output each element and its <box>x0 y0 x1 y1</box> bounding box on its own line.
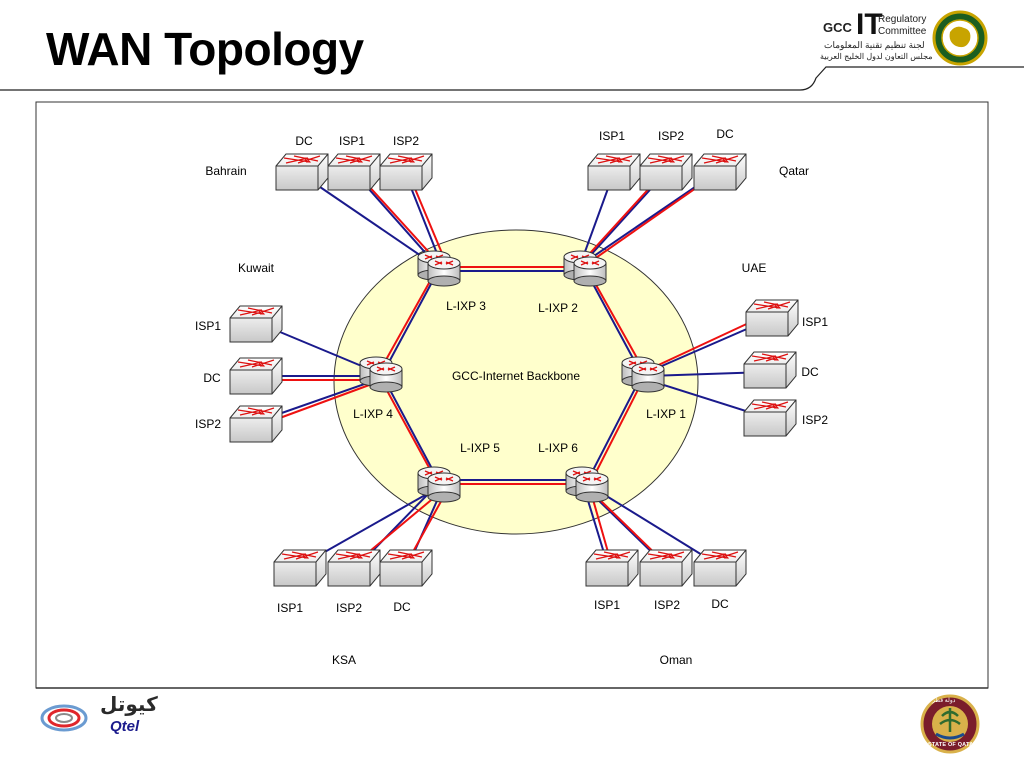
uae-isp1-label: ISP1 <box>802 315 828 329</box>
qatar-seal-arabic: دولة قطر <box>932 698 956 704</box>
committee-text: Committee <box>878 26 927 37</box>
switch-ksa-isp1[interactable] <box>273 549 327 587</box>
kuwait-dc-label: DC <box>203 371 221 385</box>
country-uae: UAE <box>742 261 767 275</box>
qatar-isp1-label: ISP1 <box>599 129 625 143</box>
qtel-arabic-text: كيوتل <box>100 692 158 716</box>
switch-uae-dc[interactable] <box>743 351 797 389</box>
qatar-emblem-icon <box>920 694 980 754</box>
page-title: WAN Topology <box>46 23 364 75</box>
arabic-line-2: مجلس التعاون لدول الخليج العربية <box>820 52 933 61</box>
backbone-label: GCC-Internet Backbone <box>452 369 580 383</box>
switch-ksa-dc[interactable] <box>379 549 433 587</box>
switch-bahrain-isp1[interactable] <box>327 153 381 191</box>
ksa-dc-label: DC <box>393 600 411 614</box>
switch-ksa-isp2[interactable] <box>327 549 381 587</box>
ixp-label-3: L-IXP 3 <box>446 299 486 313</box>
gcc-emblem-icon <box>932 10 988 66</box>
uae-dc-label: DC <box>801 365 819 379</box>
uae-isp2-label: ISP2 <box>802 413 828 427</box>
country-oman: Oman <box>660 653 693 667</box>
switch-bahrain-dc[interactable] <box>275 153 329 191</box>
oman-isp1-label: ISP1 <box>594 598 620 612</box>
oman-isp2-label: ISP2 <box>654 598 680 612</box>
switch-qatar-isp1[interactable] <box>587 153 641 191</box>
switch-oman-dc[interactable] <box>693 549 747 587</box>
switch-kuwait-dc[interactable] <box>229 357 283 395</box>
oman-dc-label: DC <box>711 597 729 611</box>
switch-oman-isp2[interactable] <box>639 549 693 587</box>
qtel-latin-text: Qtel <box>110 718 140 735</box>
qatar-seal-text: STATE OF QATAR <box>928 742 978 748</box>
ixp-label-1: L-IXP 1 <box>646 407 686 421</box>
ixp-label-5: L-IXP 5 <box>460 441 500 455</box>
state-of-qatar-seal: دولة قطر STATE OF QATAR <box>920 694 980 754</box>
bahrain-isp1-label: ISP1 <box>339 134 365 148</box>
qtel-swoosh-icon <box>40 704 88 732</box>
switch-qatar-dc[interactable] <box>693 153 747 191</box>
country-ksa: KSA <box>332 653 356 667</box>
switch-oman-isp1[interactable] <box>585 549 639 587</box>
gcc-it-logo: GCC IT Regulatory Committee لجنة تنظيم ت… <box>812 8 992 68</box>
country-bahrain: Bahrain <box>205 164 246 178</box>
country-kuwait: Kuwait <box>238 261 275 275</box>
switch-bahrain-isp2[interactable] <box>379 153 433 191</box>
ksa-isp1-label: ISP1 <box>277 601 303 615</box>
switch-qatar-isp2[interactable] <box>639 153 693 191</box>
country-qatar: Qatar <box>779 164 809 178</box>
qatar-dc-label: DC <box>716 127 734 141</box>
switch-uae-isp1[interactable] <box>745 299 799 337</box>
kuwait-isp1-label: ISP1 <box>195 319 221 333</box>
ixp-label-6: L-IXP 6 <box>538 441 578 455</box>
kuwait-isp2-label: ISP2 <box>195 417 221 431</box>
header-rule <box>0 66 1024 91</box>
ixp-label-2: L-IXP 2 <box>538 301 578 315</box>
switch-kuwait-isp1[interactable] <box>229 305 283 343</box>
ksa-isp2-label: ISP2 <box>336 601 362 615</box>
qtel-logo: كيوتل Qtel <box>38 692 168 742</box>
ixp-label-4: L-IXP 4 <box>353 407 393 421</box>
it-text: IT <box>856 8 883 41</box>
switch-uae-isp2[interactable] <box>743 399 797 437</box>
switch-kuwait-isp2[interactable] <box>229 405 283 443</box>
qatar-isp2-label: ISP2 <box>658 129 684 143</box>
arabic-line-1: لجنة تنظيم تقنية المعلومات <box>824 40 925 50</box>
bahrain-isp2-label: ISP2 <box>393 134 419 148</box>
regulatory-text: Regulatory <box>878 14 927 25</box>
bahrain-dc-label: DC <box>295 134 313 148</box>
gcc-text: GCC <box>823 20 852 35</box>
